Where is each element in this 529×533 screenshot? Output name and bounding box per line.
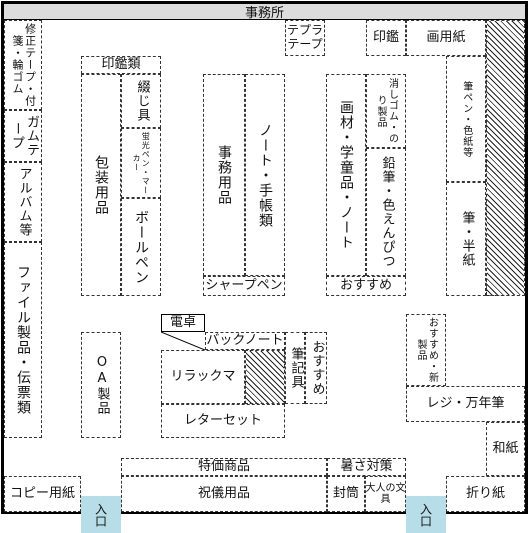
label-wrapping: 包装用品 bbox=[93, 155, 110, 215]
label-special-price: 特価商品 bbox=[197, 458, 250, 474]
label-recommended-1: おすすめ bbox=[339, 277, 392, 293]
area-album[interactable] bbox=[4, 162, 42, 242]
label-highlighters: 蛍光ペン・マーカー bbox=[132, 131, 151, 195]
label-envelopes: 封筒 bbox=[332, 485, 359, 501]
area-brush-half-paper[interactable] bbox=[446, 182, 486, 296]
label-eraser-glue: 消しゴム・のり製品 bbox=[375, 78, 398, 144]
area-ballpoint[interactable] bbox=[121, 198, 161, 296]
area-pencil-crayons[interactable] bbox=[366, 148, 406, 276]
label-seal: 印鑑 bbox=[372, 29, 399, 45]
label-drawing-paper: 画用紙 bbox=[426, 29, 466, 45]
label-desk-calc: 電卓 bbox=[169, 314, 196, 330]
entrance-left[interactable]: 入口 bbox=[81, 496, 121, 533]
label-origami: 折り紙 bbox=[465, 485, 505, 501]
label-heat-measures: 暑さ対策 bbox=[340, 458, 393, 474]
label-relakkuma: リラックマ bbox=[170, 368, 236, 384]
entrance-right[interactable]: 入口 bbox=[406, 496, 446, 533]
store-outline bbox=[1, 1, 528, 514]
label-notebook-planner: ノート・手帳類 bbox=[257, 122, 274, 228]
label-office-supplies: 事務用品 bbox=[216, 145, 233, 205]
area-gum-tape[interactable] bbox=[4, 110, 42, 162]
divider-diagonal bbox=[161, 332, 205, 350]
area-writing-tools[interactable] bbox=[285, 332, 305, 404]
area-art-school[interactable] bbox=[326, 74, 366, 276]
area-origami[interactable] bbox=[446, 476, 525, 512]
label-japanese-paper: 和紙 bbox=[492, 440, 519, 456]
label-binding: 綴じ具 bbox=[134, 80, 150, 122]
area-envelopes[interactable] bbox=[327, 476, 365, 512]
area-drawing-paper[interactable] bbox=[406, 20, 486, 56]
area-celebration[interactable] bbox=[121, 476, 327, 512]
area-seal-types[interactable] bbox=[81, 56, 161, 74]
label-register: レジ・万年筆 bbox=[426, 395, 505, 411]
label-pencil-crayons: 鉛筆・色えんぴつ bbox=[379, 156, 395, 268]
label-adult-stationery: 大人の文具 bbox=[365, 482, 406, 506]
area-highlighters[interactable] bbox=[121, 128, 161, 198]
hatched-area-top-right bbox=[486, 20, 525, 296]
area-adhesive-tape[interactable] bbox=[4, 20, 42, 110]
area-heat-measures[interactable] bbox=[327, 458, 406, 476]
area-binding[interactable] bbox=[121, 74, 161, 128]
label-copy-paper: コピー用紙 bbox=[9, 485, 75, 501]
area-relakkuma[interactable] bbox=[161, 350, 245, 404]
label-gum-tape: ガムテープ bbox=[9, 115, 39, 157]
area-japanese-paper[interactable] bbox=[486, 422, 525, 476]
area-mech-pencil[interactable] bbox=[203, 276, 285, 296]
label-back-notebook: バックノート bbox=[206, 332, 284, 348]
area-register[interactable] bbox=[406, 386, 525, 422]
label-letter-set: レターセット bbox=[183, 412, 262, 428]
area-letter-set[interactable] bbox=[161, 404, 285, 438]
label-seal-types: 印鑑類 bbox=[101, 56, 141, 72]
area-wrapping[interactable] bbox=[81, 74, 121, 296]
label-art-school: 画材・学童品・ノート bbox=[338, 100, 355, 250]
label-celebration: 祝儀用品 bbox=[197, 485, 250, 501]
label-album: アルバム等 bbox=[16, 167, 32, 237]
area-back-notebook[interactable] bbox=[205, 332, 285, 350]
area-special-price[interactable] bbox=[121, 458, 327, 476]
label-brush-pens: 筆ペン・色紙等 bbox=[460, 80, 472, 158]
area-adult-stationery[interactable] bbox=[365, 476, 406, 512]
office-header: 事務所 bbox=[4, 4, 525, 21]
label-oa: OA製品 bbox=[94, 355, 110, 415]
label-ballpoint: ボールペン bbox=[133, 209, 150, 285]
area-recommended-2[interactable] bbox=[305, 332, 327, 404]
area-recommended-1[interactable] bbox=[326, 276, 406, 296]
label-file-forms: ファイル製品・伝票類 bbox=[15, 265, 32, 415]
area-desk-calc[interactable] bbox=[161, 314, 205, 332]
label-recommended-new: おすすめ・新製品 bbox=[415, 317, 438, 383]
area-copy-paper[interactable] bbox=[4, 476, 81, 512]
area-eraser-glue[interactable] bbox=[366, 74, 406, 148]
label-brush-half-paper: 筆・半紙 bbox=[459, 211, 475, 267]
area-brush-pens[interactable] bbox=[446, 56, 486, 182]
area-notebook-planner[interactable] bbox=[245, 74, 285, 276]
area-office-supplies[interactable] bbox=[203, 74, 245, 276]
area-tepra-tape[interactable] bbox=[285, 20, 325, 56]
area-recommended-new[interactable] bbox=[406, 314, 446, 386]
label-writing-tools: 筆記具 bbox=[288, 347, 304, 389]
label-adhesive-tape: 修正テープ・付箋・輪ゴム bbox=[11, 23, 37, 107]
area-seal[interactable] bbox=[366, 20, 406, 56]
area-oa[interactable] bbox=[81, 332, 121, 438]
label-mech-pencil: シャープペン bbox=[205, 277, 283, 293]
label-tepra-tape: テプラテープ bbox=[287, 23, 324, 51]
label-recommended-2: おすすめ bbox=[309, 340, 325, 396]
hatched-area-center bbox=[245, 350, 285, 404]
area-file-forms[interactable] bbox=[4, 242, 42, 438]
